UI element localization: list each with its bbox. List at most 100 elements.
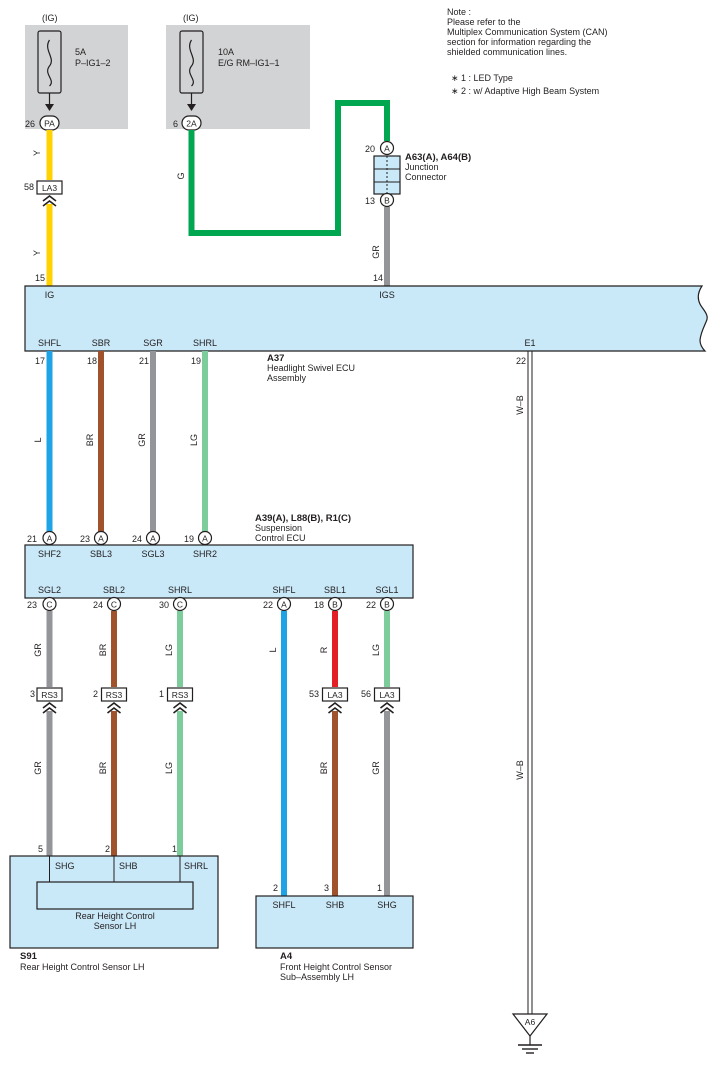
sensor-a4: 2 3 1 SHFL SHB SHG A4 Front Height Contr… [255,883,414,982]
susp-top-label-1: SHF2 [38,549,61,559]
inline-name-4: LA3 [327,690,342,700]
susp-top-label-3: SGL3 [141,549,164,559]
chevron-up-icon [380,701,394,714]
ecu-a37-body [24,285,708,352]
note-line-2: Multiplex Communication System (CAN) [447,27,608,37]
fuse2-amp: 10A [218,47,234,57]
susp-bot-label-5: SBL1 [324,585,346,595]
a4-id: A4 [280,951,293,962]
a37-name-1: Headlight Swivel ECU [267,363,355,373]
s91-label-shg: SHG [55,861,75,871]
susp-bot-label-1: SGL2 [38,585,61,595]
la3-top-pin: 58 [24,182,34,192]
s91-inner-box [36,881,194,910]
footnote-2: ∗ 2 : w/ Adaptive High Beam System [451,86,599,96]
a37-pin-17: 17 [35,356,45,366]
ground-a6: A6 [511,1013,549,1054]
wire-code-gr-junction: GR [371,245,381,259]
wire-code-wb-2: W–B [515,760,525,780]
susp-top-label-2: SBL3 [90,549,112,559]
inline-pin-2: 2 [93,689,98,699]
a37-pin-14: 14 [373,273,383,283]
susp-id: A39(A), L88(B), R1(C) [255,513,351,524]
susp-name-1: Suspension [255,523,302,533]
fuse-p-ig1-2: (IG) 5A P–IG1–2 26 PA [25,13,128,131]
a4-label-shb: SHB [326,900,345,910]
a4-label-shg: SHG [377,900,397,910]
junction-id: A63(A), A64(B) [405,152,471,163]
a37-pin-22: 22 [516,356,526,366]
wire-code-gr-d: GR [371,761,381,775]
note-block: Note : Please refer to the Multiplex Com… [447,7,608,96]
s91-id: S91 [20,951,38,962]
fuse-eg-rm-ig1-1: (IG) 10A E/G RM–IG1–1 6 2A [166,13,310,131]
fuse2-conn: 2A [186,119,197,129]
junction-connector: 20 A 13 B A63(A), A64(B) Junction Connec… [365,140,471,208]
inline-connector-rs3-3: 1 RS3 [159,687,194,714]
inline-name-2: RS3 [106,690,123,700]
wire-code-y2: Y [32,250,42,256]
note-line-3: section for information regarding the [447,37,591,47]
susp-bot-label-6: SGL1 [375,585,398,595]
inline-name-3: RS3 [172,690,189,700]
wire-code-gr: GR [137,433,147,447]
s91-pin-3: 1 [172,844,177,854]
fuse2-pin: 6 [173,119,178,129]
wire-g [188,100,390,236]
ecu-suspension: A39(A), L88(B), R1(C) Suspension Control… [24,513,414,612]
susp-bot-pin-5: 18 [314,600,324,610]
inline-pin-4: 53 [309,689,319,699]
wire-code-wb-1: W–B [515,395,525,415]
inline-pin-3: 1 [159,689,164,699]
susp-bot-pin-6: 22 [366,600,376,610]
a4-pin-1: 2 [273,883,278,893]
susp-top-conn-4: A [202,534,208,544]
s91-pin-1: 5 [38,844,43,854]
a37-label-shrl: SHRL [193,338,217,348]
inline-connector-rs3-2: 2 RS3 [93,687,128,714]
susp-bot-conn-2: C [111,600,117,610]
inline-name-5: LA3 [379,690,394,700]
wire-code-lg-c: LG [164,762,174,774]
wire-code-lg-a: LG [164,644,174,656]
a37-label-e1: E1 [524,338,535,348]
a37-pin-15: 15 [35,273,45,283]
wire-code-l: L [33,437,43,442]
susp-top-label-4: SHR2 [193,549,217,559]
susp-bot-label-2: SBL2 [103,585,125,595]
susp-bot-pin-4: 22 [263,600,273,610]
s91-pin-2: 2 [105,844,110,854]
a37-id: A37 [267,353,284,364]
wire-code-y1: Y [32,150,42,156]
susp-bot-conn-3: C [177,600,183,610]
susp-name-2: Control ECU [255,533,306,543]
note-line-1: Please refer to the [447,17,521,27]
s91-caption: Rear Height Control Sensor LH [20,962,145,972]
inline-connector-la3-top: 58 LA3 [24,180,63,207]
junction-conn-bot: B [384,196,390,206]
chevron-up-icon [42,701,57,714]
fuse1-pin: 26 [25,119,35,129]
susp-bot-pin-2: 24 [93,600,103,610]
fuse2-name: E/G RM–IG1–1 [218,58,280,68]
arrow-down-icon [45,104,54,111]
fuse1-name: P–IG1–2 [75,58,111,68]
s91-inner-1: Rear Height Control [75,911,155,921]
inline-connector-rs3-1: 3 RS3 [30,687,63,714]
susp-top-conn-2: A [98,534,104,544]
inline-connector-la3-53: 53 LA3 [309,687,349,714]
ground-triangle-icon [511,1013,549,1037]
fuse-element-icon [189,39,194,87]
susp-top-conn-3: A [150,534,156,544]
junction-conn-top: A [384,144,390,154]
wire-code-gr-c: GR [33,761,43,775]
wire-code-g: G [176,172,186,179]
chevron-up-icon [42,194,57,207]
ground-name: A6 [525,1017,536,1027]
chevron-up-icon [328,701,342,714]
susp-top-pin-4: 19 [184,534,194,544]
inline-pin-5: 56 [361,689,371,699]
chevron-up-icon [173,701,187,714]
a37-label-sbr: SBR [92,338,111,348]
